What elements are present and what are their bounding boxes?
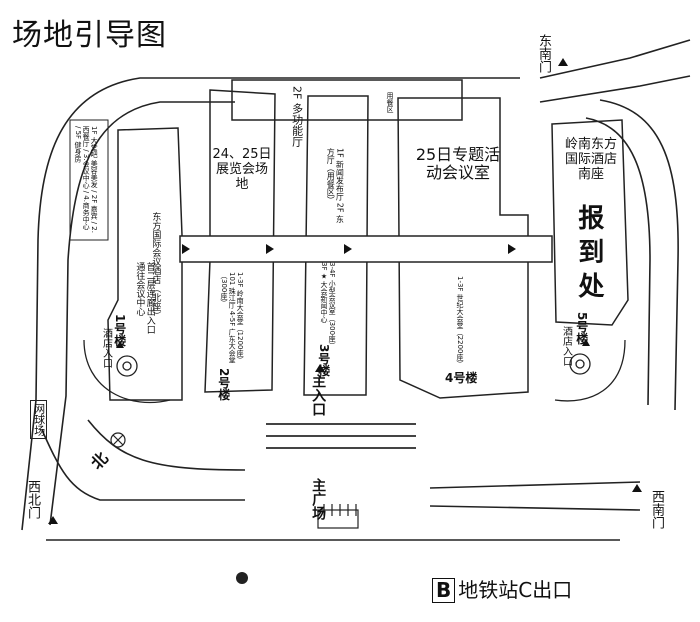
- compass-icon: [110, 432, 126, 448]
- south-east-road-upper: [429, 481, 641, 489]
- gate-marker-west-north: [48, 516, 58, 524]
- tennis-court-label: 网球场: [30, 400, 47, 439]
- building-1-hotel-note: 首二层连廊出入口 通往会议中心: [134, 262, 155, 334]
- building-3-label: 3号楼: [316, 344, 331, 377]
- hotel-entrance-right: 酒店入口: [560, 326, 572, 366]
- building-2-label: 2号楼: [216, 368, 231, 401]
- building-1-label: 1号楼: [112, 314, 127, 347]
- building-4-label: 4号楼: [445, 371, 478, 385]
- driveway-right: [554, 339, 626, 402]
- building-1-notes-box: [69, 119, 109, 241]
- corridor-arrow-4: [508, 244, 516, 254]
- gate-west-north: 西北门: [24, 480, 40, 519]
- main-entrance: 主入口: [310, 374, 327, 416]
- north-road-inner: [67, 101, 235, 261]
- building-3-floor-notes: 3-4F 小型会议室（300座） 3F ★大会新闻中心: [320, 262, 337, 350]
- multi-hall-outline: [231, 79, 463, 121]
- building-1-hotel-name: 东方国际会议酒店（北座）: [150, 212, 161, 320]
- corridor-arrow-2: [266, 244, 274, 254]
- multi-hall-label: 2F 多功能厅: [290, 86, 304, 147]
- multi-hall-note: 用餐区: [386, 92, 395, 113]
- building-1-outline: [107, 127, 183, 401]
- building-3-upper-notes: 1F 新闻发布厅 2F 东方厅（用餐区）: [326, 148, 345, 224]
- gate-marker-west-south: [632, 484, 642, 492]
- building-1-floor-notes: 1F 大堂吧 美容美发 / 2F 嘉宾 / 2.西餐厅 / 3.会议中心 / 4…: [74, 126, 99, 233]
- entrance-marker-main: [315, 364, 325, 372]
- south-west-road: [41, 429, 245, 501]
- south-east-road-lower: [429, 505, 641, 511]
- metro-text: 地铁站C出口: [458, 578, 573, 602]
- building-5-label: 5号楼: [574, 312, 589, 345]
- connecting-corridor: [179, 235, 553, 263]
- south-west-road-inner: [87, 419, 246, 471]
- registration-desk: 报到处: [573, 204, 604, 306]
- building-5-outline: [551, 119, 629, 326]
- driveway-circle-left: [116, 355, 138, 377]
- building-4-seminar: 25日专题活动会议室: [415, 145, 501, 183]
- corridor-arrow-3: [344, 244, 352, 254]
- north-road: [37, 77, 520, 241]
- building-4-outline: [397, 97, 529, 399]
- building-2-floor-notes: 1-3F 岭南大会堂（1200座） 101 珠江厅 4-5F 广东大会堂（300…: [220, 272, 245, 364]
- plaza-steps-icon: [317, 504, 359, 529]
- metro-badge: B: [432, 578, 456, 603]
- building-2-exhibition: 24、25日展览会场地: [212, 147, 272, 192]
- driveway-circle-right: [569, 353, 591, 375]
- metro-marker: [236, 572, 248, 584]
- driveway-left: [83, 339, 171, 404]
- page-title: 场地引导图: [12, 18, 167, 53]
- building-2-outline: [204, 89, 276, 393]
- building-3-outline: [303, 95, 369, 396]
- hotel-entrance-left: 酒店入口: [100, 328, 112, 368]
- east-road-inner: [585, 117, 651, 406]
- west-road-inner: [49, 259, 69, 526]
- corridor-arrow-1: [182, 244, 190, 254]
- entrance-marker-left: [116, 341, 124, 348]
- gate-west-south: 西南门: [648, 490, 664, 529]
- building-4-floor-notes: 1-3F 世纪大会堂（2200座）: [456, 276, 465, 368]
- building-5-hotel-name: 岭南东方国际酒店南座: [565, 137, 618, 182]
- gate-east-south: 东南门: [535, 34, 551, 73]
- entrance-marker-right: [582, 339, 590, 346]
- main-plaza: 主广场: [310, 478, 327, 520]
- east-road-upper: [539, 39, 691, 79]
- east-road-lower: [539, 75, 691, 103]
- gate-marker-east-south: [558, 58, 568, 66]
- east-road-outer: [599, 99, 679, 411]
